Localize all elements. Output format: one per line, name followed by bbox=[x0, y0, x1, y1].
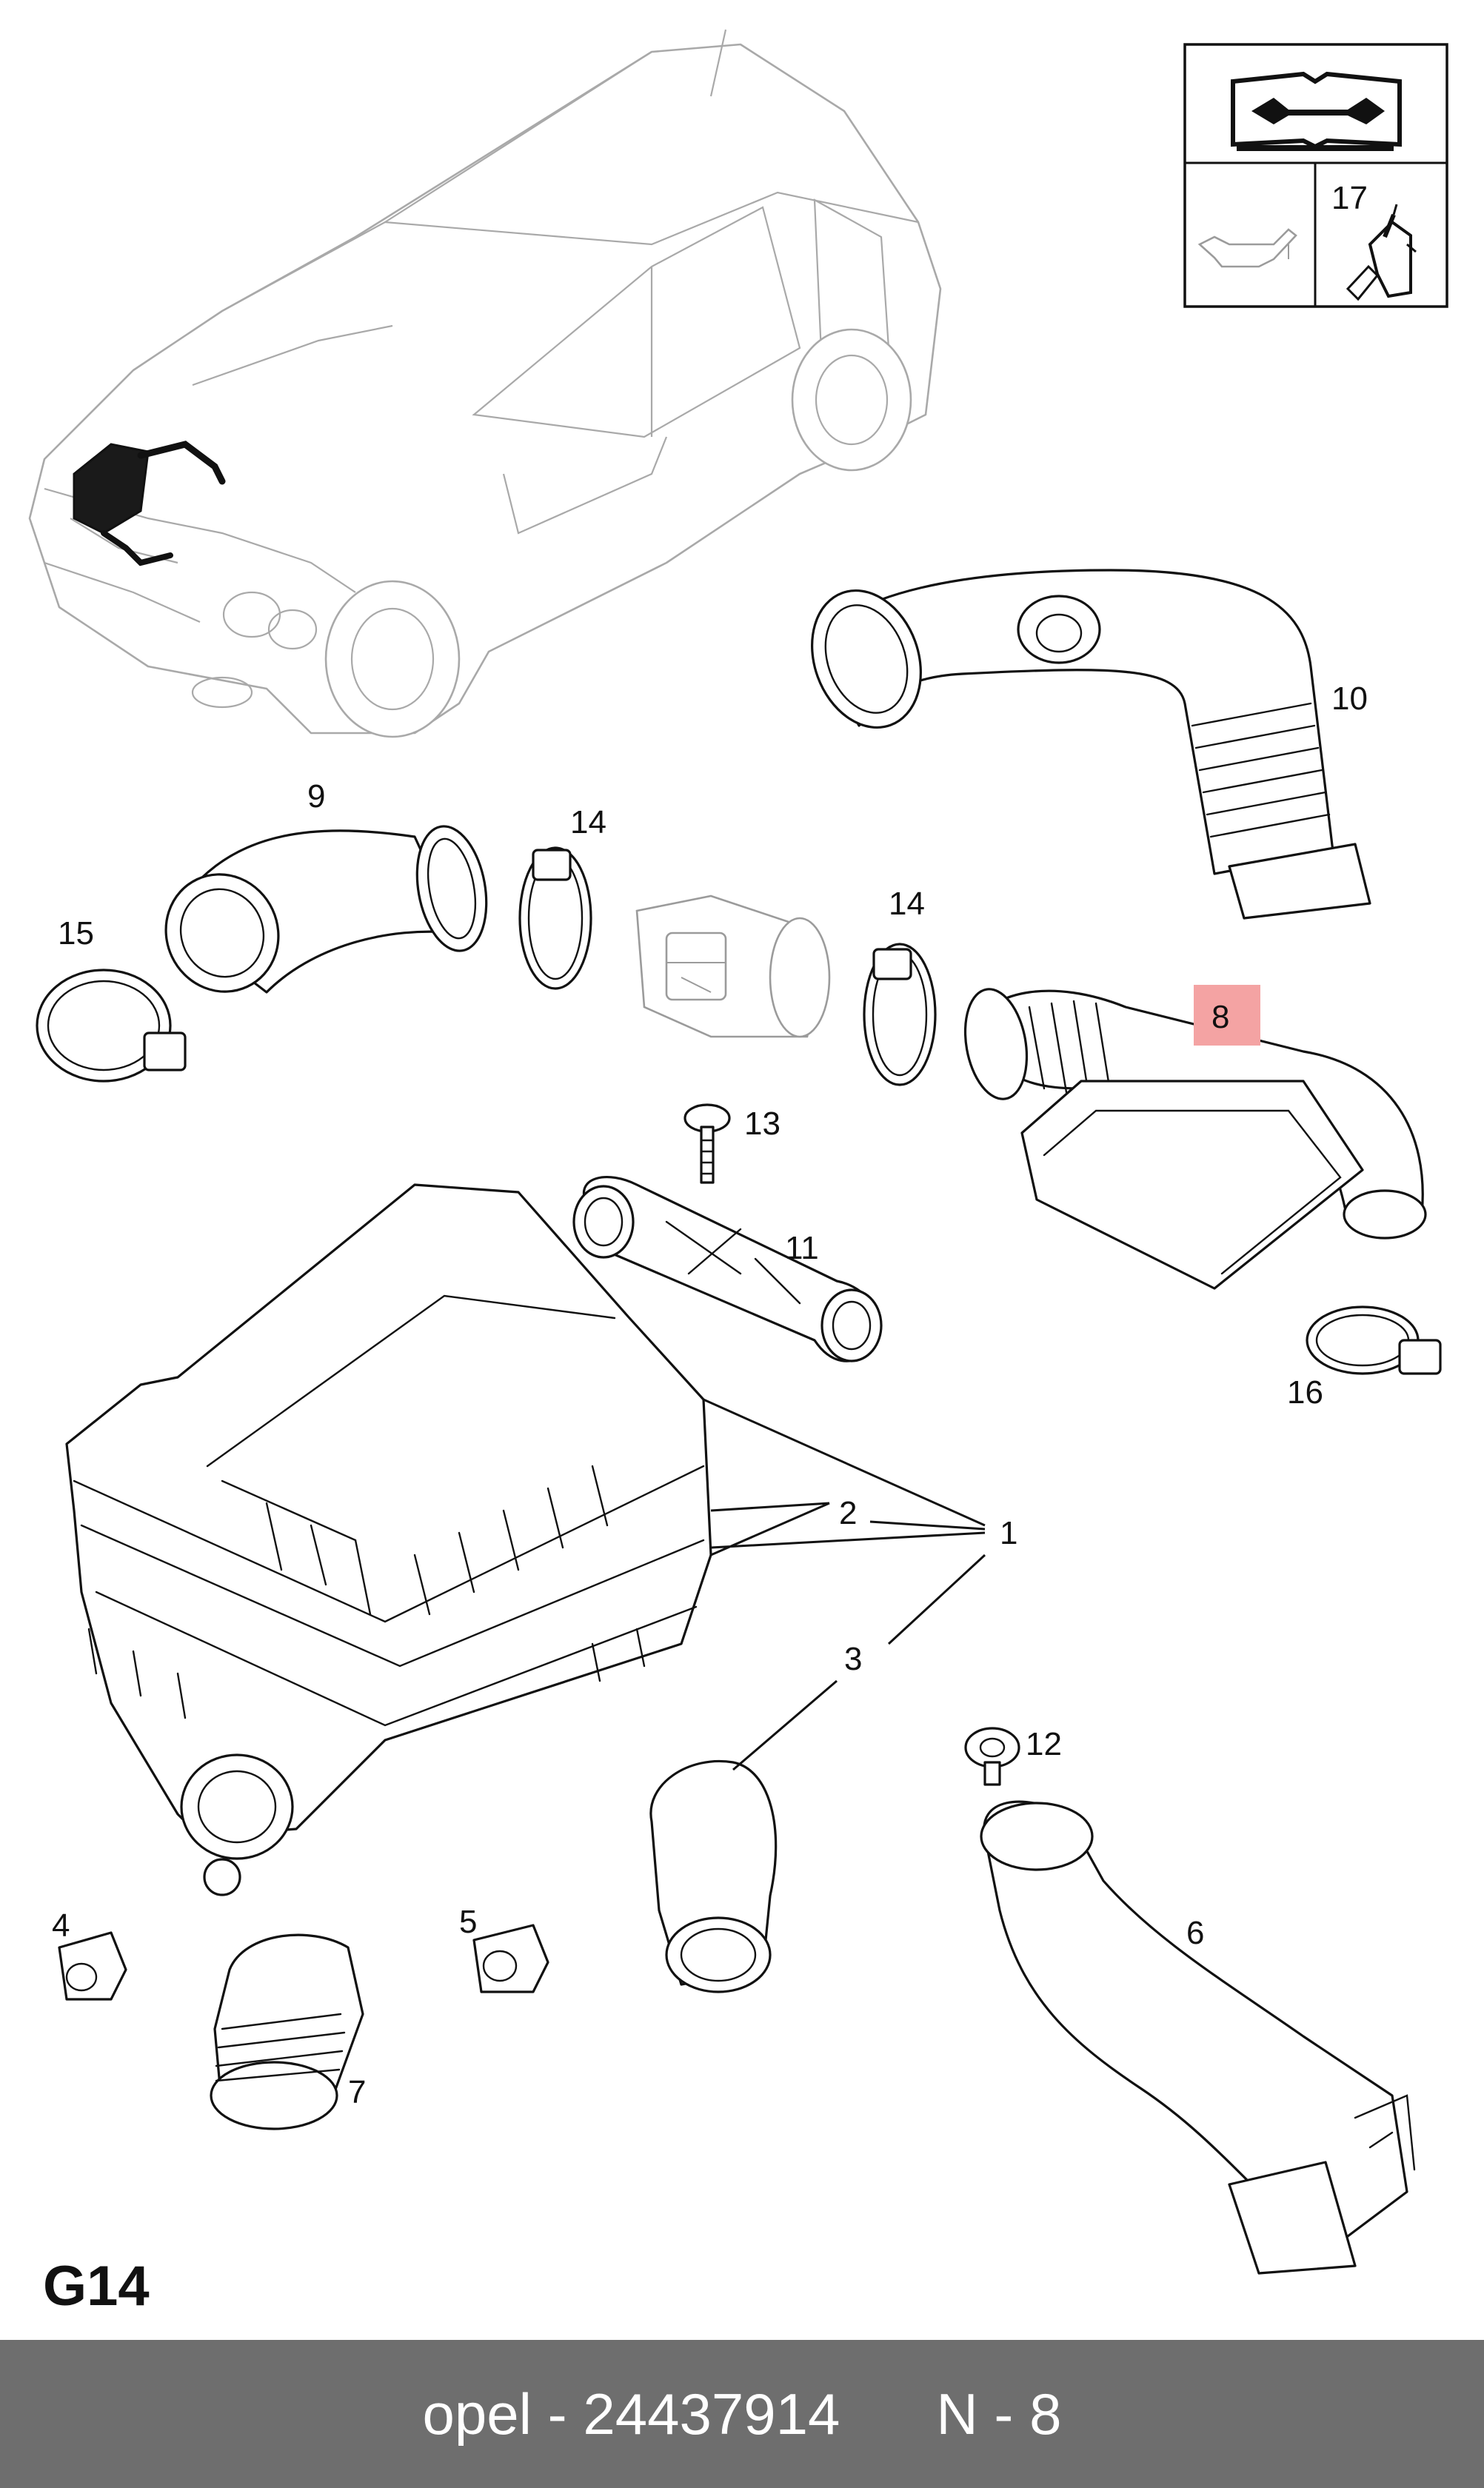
footer-bar: opel - 24437914 N - 8 bbox=[0, 2340, 1484, 2488]
oil-can-icon bbox=[1197, 228, 1297, 268]
callout-15: 15 bbox=[58, 915, 94, 952]
callout-13: 13 bbox=[744, 1106, 781, 1142]
part-4-grommet bbox=[58, 1931, 127, 2001]
callout-16: 16 bbox=[1287, 1374, 1323, 1411]
adhesive-bottle-icon bbox=[1346, 204, 1417, 301]
page-code: G14 bbox=[43, 2255, 150, 2318]
part-6-intake-snorkel bbox=[980, 1800, 1416, 2275]
callout-7: 7 bbox=[348, 2074, 366, 2110]
callout-14-left: 14 bbox=[570, 804, 606, 840]
part-11-bracket bbox=[572, 1176, 883, 1362]
part-14-hose-clamp-left bbox=[518, 846, 592, 990]
highlight-box bbox=[1194, 985, 1260, 1046]
footer-part-number: 24437914 bbox=[583, 2381, 840, 2447]
callout-9: 9 bbox=[307, 778, 325, 815]
leader-lines-1-2 bbox=[703, 1398, 986, 1645]
callout-8: 8 bbox=[1211, 999, 1229, 1035]
part-10-air-duct bbox=[811, 569, 1371, 920]
leader-line-3 bbox=[732, 1679, 838, 1771]
part-16-hose-clamp bbox=[1306, 1305, 1442, 1375]
callout-1: 1 bbox=[1000, 1515, 1017, 1551]
footer-brand: opel bbox=[422, 2381, 532, 2447]
callout-14-right: 14 bbox=[889, 886, 925, 922]
vehicle-locator bbox=[28, 29, 942, 738]
callout-17: 17 bbox=[1331, 180, 1368, 216]
part-15-hose-clamp bbox=[36, 969, 187, 1083]
callout-12: 12 bbox=[1026, 1726, 1062, 1762]
parts-diagram: 17 10 9 14 14 bbox=[28, 29, 1448, 2275]
footer-reference: N - 8 bbox=[936, 2381, 1062, 2447]
callout-3: 3 bbox=[844, 1641, 862, 1677]
callout-4: 4 bbox=[52, 1907, 70, 1944]
part-7-bellows-hose bbox=[210, 1933, 364, 2130]
callout-11: 11 bbox=[785, 1230, 819, 1266]
air-flow-sensor-ghost bbox=[635, 894, 831, 1038]
part-9-elbow-hose bbox=[164, 825, 488, 994]
part-8-resonator-duct bbox=[963, 988, 1427, 1290]
callout-5: 5 bbox=[459, 1904, 477, 1940]
callout-2: 2 bbox=[839, 1495, 857, 1531]
service-manual-icon bbox=[1231, 71, 1402, 151]
part-12-push-clip bbox=[964, 1727, 1020, 1786]
part-13-bolt bbox=[683, 1103, 731, 1184]
part-1-air-cleaner-housing bbox=[65, 1183, 712, 1896]
part-5-grommet bbox=[472, 1924, 549, 1993]
callout-10: 10 bbox=[1331, 680, 1368, 717]
part-3-hose bbox=[649, 1760, 778, 1993]
part-14-hose-clamp-right bbox=[863, 943, 937, 1086]
callout-6: 6 bbox=[1186, 1915, 1204, 1951]
footer-text: opel - 24437914 N - 8 bbox=[422, 2381, 1062, 2447]
legend-box: 17 bbox=[1183, 43, 1448, 308]
